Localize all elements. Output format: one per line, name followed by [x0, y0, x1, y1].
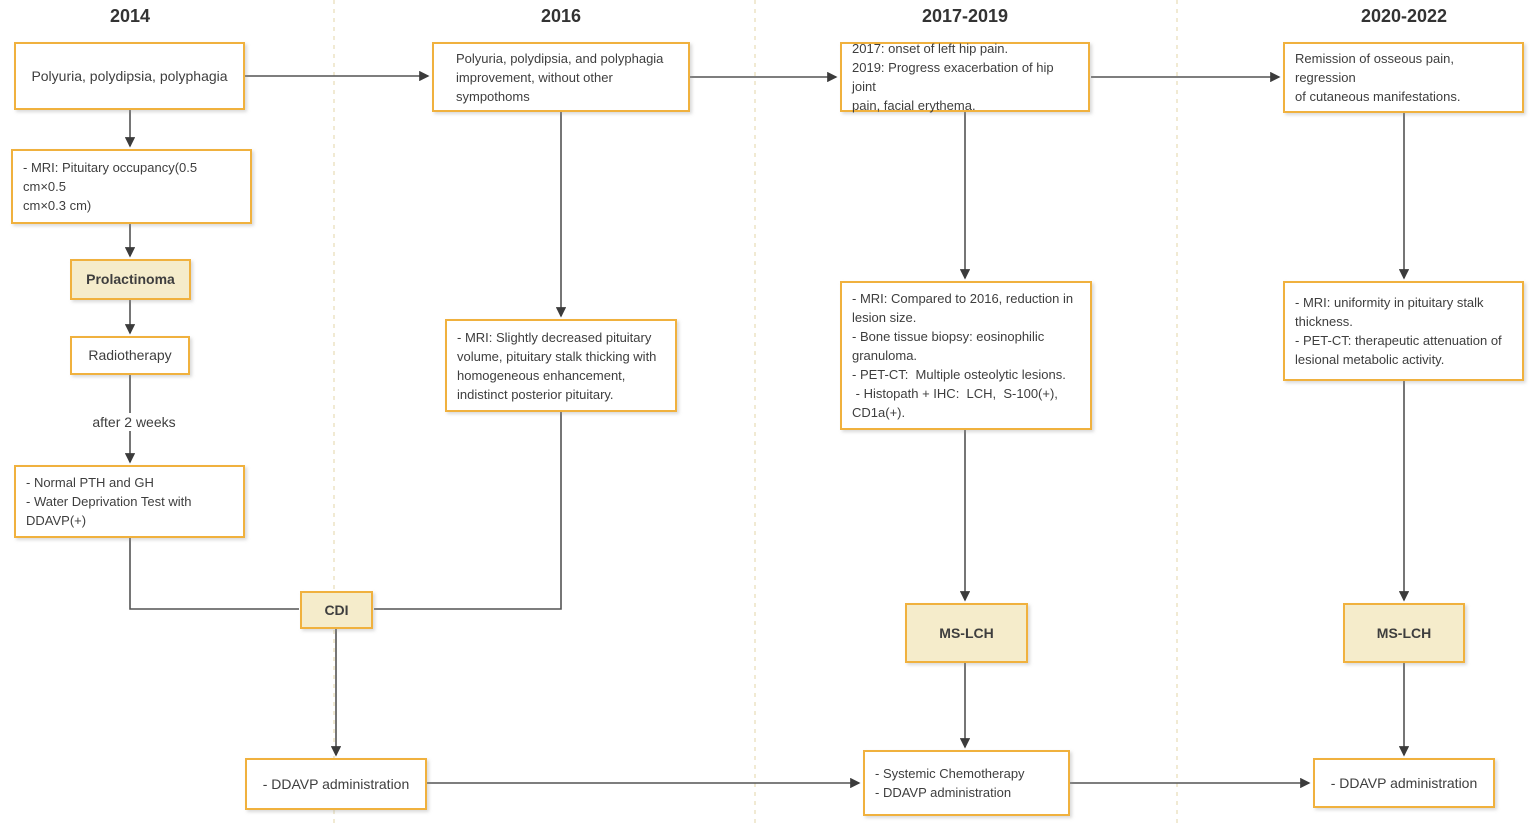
node-prolactinoma: Prolactinoma: [70, 259, 191, 300]
column-header-2017-2019: 2017-2019: [921, 6, 1009, 26]
node-mri-2016: - MRI: Slightly decreased pituitary volu…: [445, 319, 677, 412]
node-mri-2014: - MRI: Pituitary occupancy(0.5 cm×0.5 cm…: [11, 149, 252, 224]
edge-label-after-2-weeks: after 2 weeks: [82, 413, 186, 431]
column-header-2014: 2014: [109, 6, 151, 26]
column-separators: [333, 0, 1178, 824]
edges: [124, 70, 1410, 789]
node-mri-petct-2020-2022: - MRI: uniformity in pituitary stalk thi…: [1283, 281, 1524, 381]
node-pth-gh-water-deprivation: - Normal PTH and GH - Water Deprivation …: [14, 465, 245, 538]
node-symptoms-2016: Polyuria, polydipsia, and polyphagia imp…: [432, 42, 690, 112]
node-ddavp-administration-2020-2022: - DDAVP administration: [1313, 758, 1495, 808]
node-ddavp-administration-2014: - DDAVP administration: [245, 758, 427, 810]
column-header-2016: 2016: [540, 6, 582, 26]
node-remission-2020-2022: Remission of osseous pain, regression of…: [1283, 42, 1524, 113]
column-header-2020-2022: 2020-2022: [1360, 6, 1448, 26]
node-symptoms-2014: Polyuria, polydipsia, polyphagia: [14, 42, 245, 110]
node-ms-lch-2017-2019: MS-LCH: [905, 603, 1028, 663]
node-radiotherapy: Radiotherapy: [70, 336, 190, 375]
node-workup-2017-2019: - MRI: Compared to 2016, reduction in le…: [840, 281, 1092, 430]
node-hip-pain-2017-2019: 2017: onset of left hip pain. 2019: Prog…: [840, 41, 1090, 113]
node-cdi: CDI: [300, 591, 373, 629]
node-ms-lch-2020-2022: MS-LCH: [1343, 603, 1465, 663]
node-chemo-ddavp-2017-2019: - Systemic Chemotherapy - DDAVP administ…: [863, 750, 1070, 816]
